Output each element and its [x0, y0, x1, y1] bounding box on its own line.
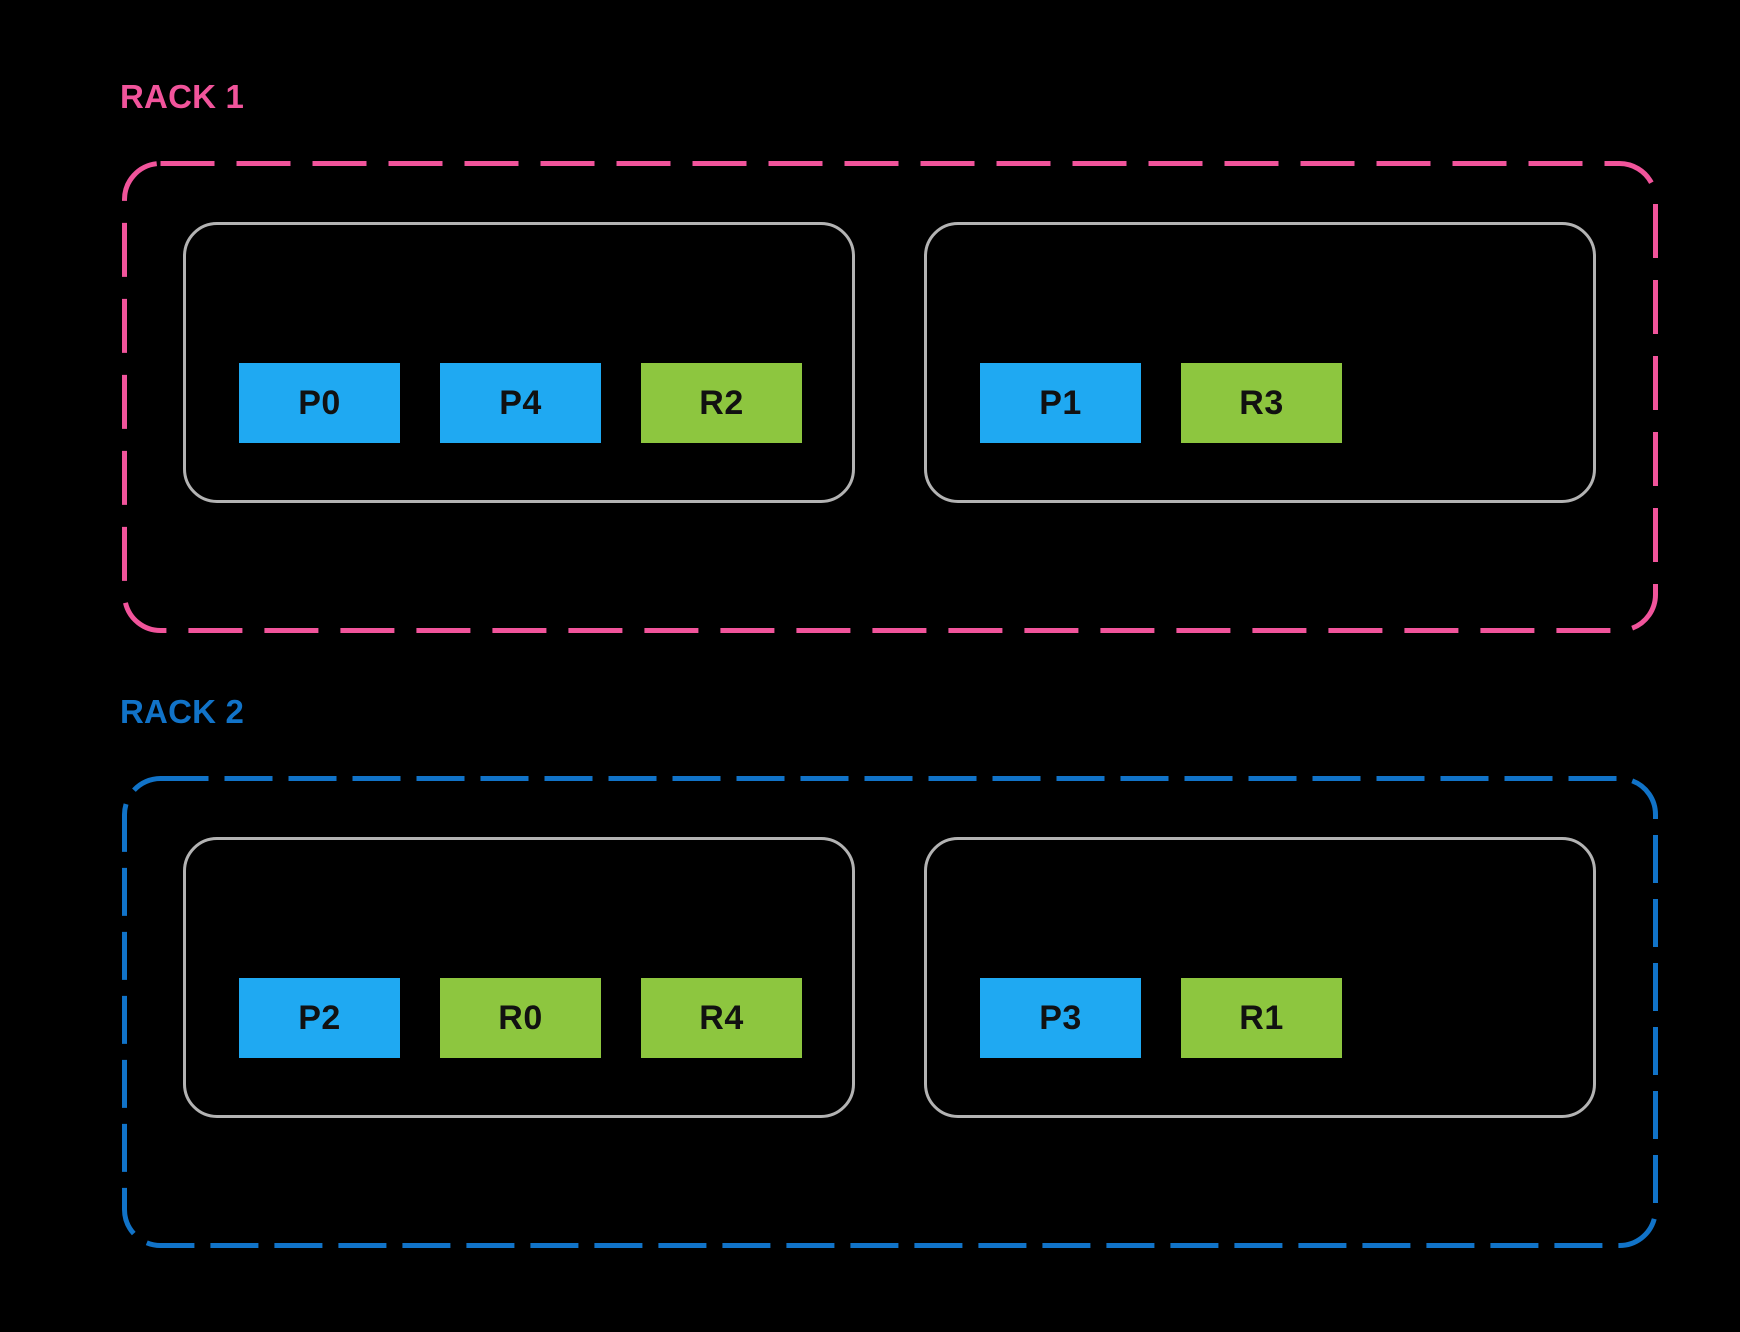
rack1-boundary: P0 P4 R2 P1 R3: [122, 161, 1658, 633]
block-r2: R2: [641, 363, 802, 443]
rack2-dashed-border-icon: [122, 776, 1658, 1248]
block-r0: R0: [440, 978, 601, 1058]
block-p2: P2: [239, 978, 400, 1058]
rack2-nodes-row: P2 R0 R4 P3 R1: [122, 776, 1658, 1248]
block-p3: P3: [980, 978, 1141, 1058]
rack1-node-2: P1 R3: [924, 222, 1596, 503]
rack1-node-1: P0 P4 R2: [183, 222, 855, 503]
block-p1: P1: [980, 363, 1141, 443]
rack1-nodes-row: P0 P4 R2 P1 R3: [122, 161, 1658, 633]
rack1-label: RACK 1: [120, 78, 245, 115]
block-p4: P4: [440, 363, 601, 443]
block-p0: P0: [239, 363, 400, 443]
block-r1: R1: [1181, 978, 1342, 1058]
block-r3: R3: [1181, 363, 1342, 443]
rack2-node-2: P3 R1: [924, 837, 1596, 1118]
rack2-node-1: P2 R0 R4: [183, 837, 855, 1118]
block-r4: R4: [641, 978, 802, 1058]
rack2-boundary: P2 R0 R4 P3 R1: [122, 776, 1658, 1248]
rack2-label: RACK 2: [120, 693, 245, 730]
rack1-dashed-border-icon: [122, 161, 1658, 633]
